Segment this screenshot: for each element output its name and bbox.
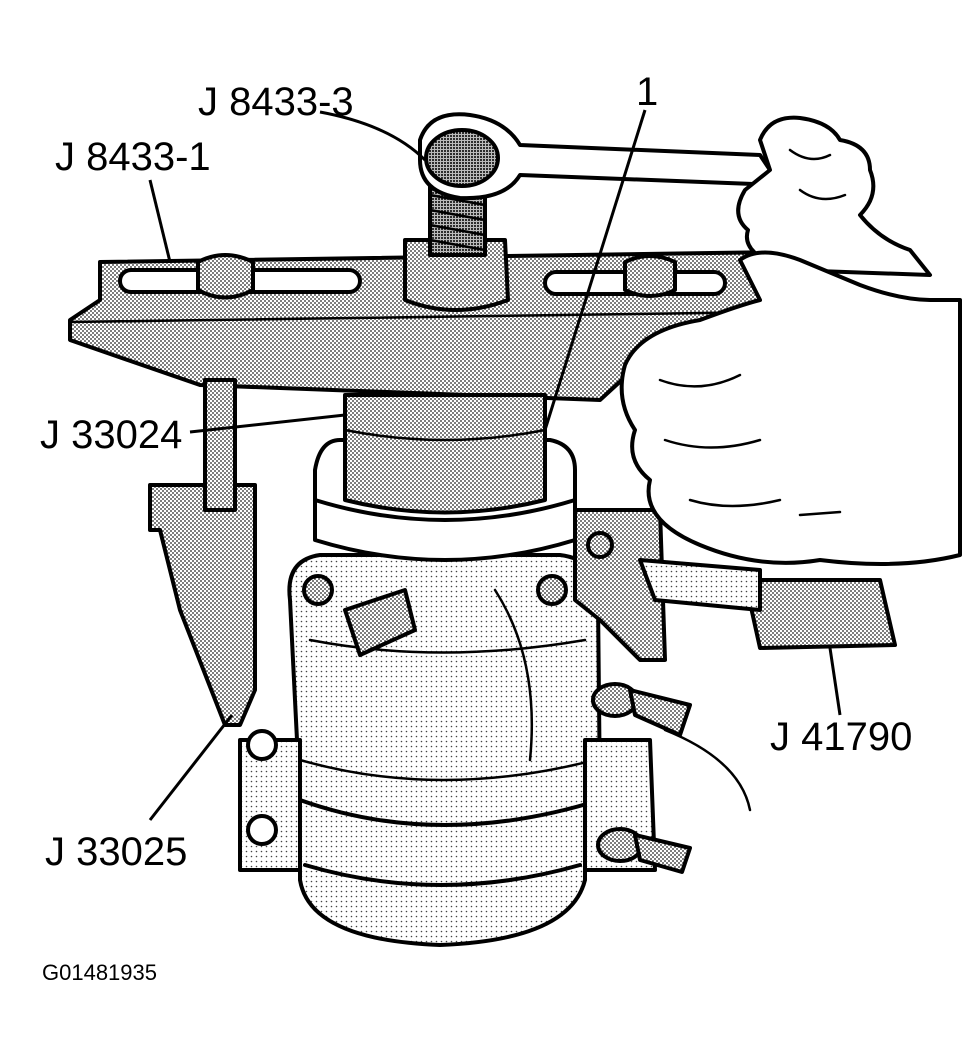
gripping-hand [619,250,962,566]
leader-lines [148,109,842,821]
leader-j33025 [148,714,234,821]
wing-nut-lower [596,827,692,874]
wrench [418,112,782,201]
leader-j33024 [189,413,346,434]
leader-j41790 [828,647,842,716]
leader-item-1 [543,109,647,431]
leader-j8433-1 [148,179,172,263]
upper-hand [736,115,932,277]
label-item-1: 1 [636,70,658,114]
label-j8433-3: J 8433-3 [198,80,354,124]
compressor-body [287,553,602,947]
forcing-screw [403,183,510,312]
figure-id: G01481935 [42,960,157,985]
wing-nut-upper [591,682,692,737]
holding-fixture [148,483,897,874]
callout-labels: J 8433-3 J 8433-1 1 J 33024 J 41790 J 33… [40,70,912,874]
label-j33025: J 33025 [45,830,187,874]
label-j41790: J 41790 [770,715,912,759]
label-j33024: J 33024 [40,413,182,457]
label-j8433-1: J 8433-1 [55,135,211,179]
leader-j8433-3 [319,110,427,162]
hub-puller [313,393,577,562]
cross-bar [68,250,782,512]
